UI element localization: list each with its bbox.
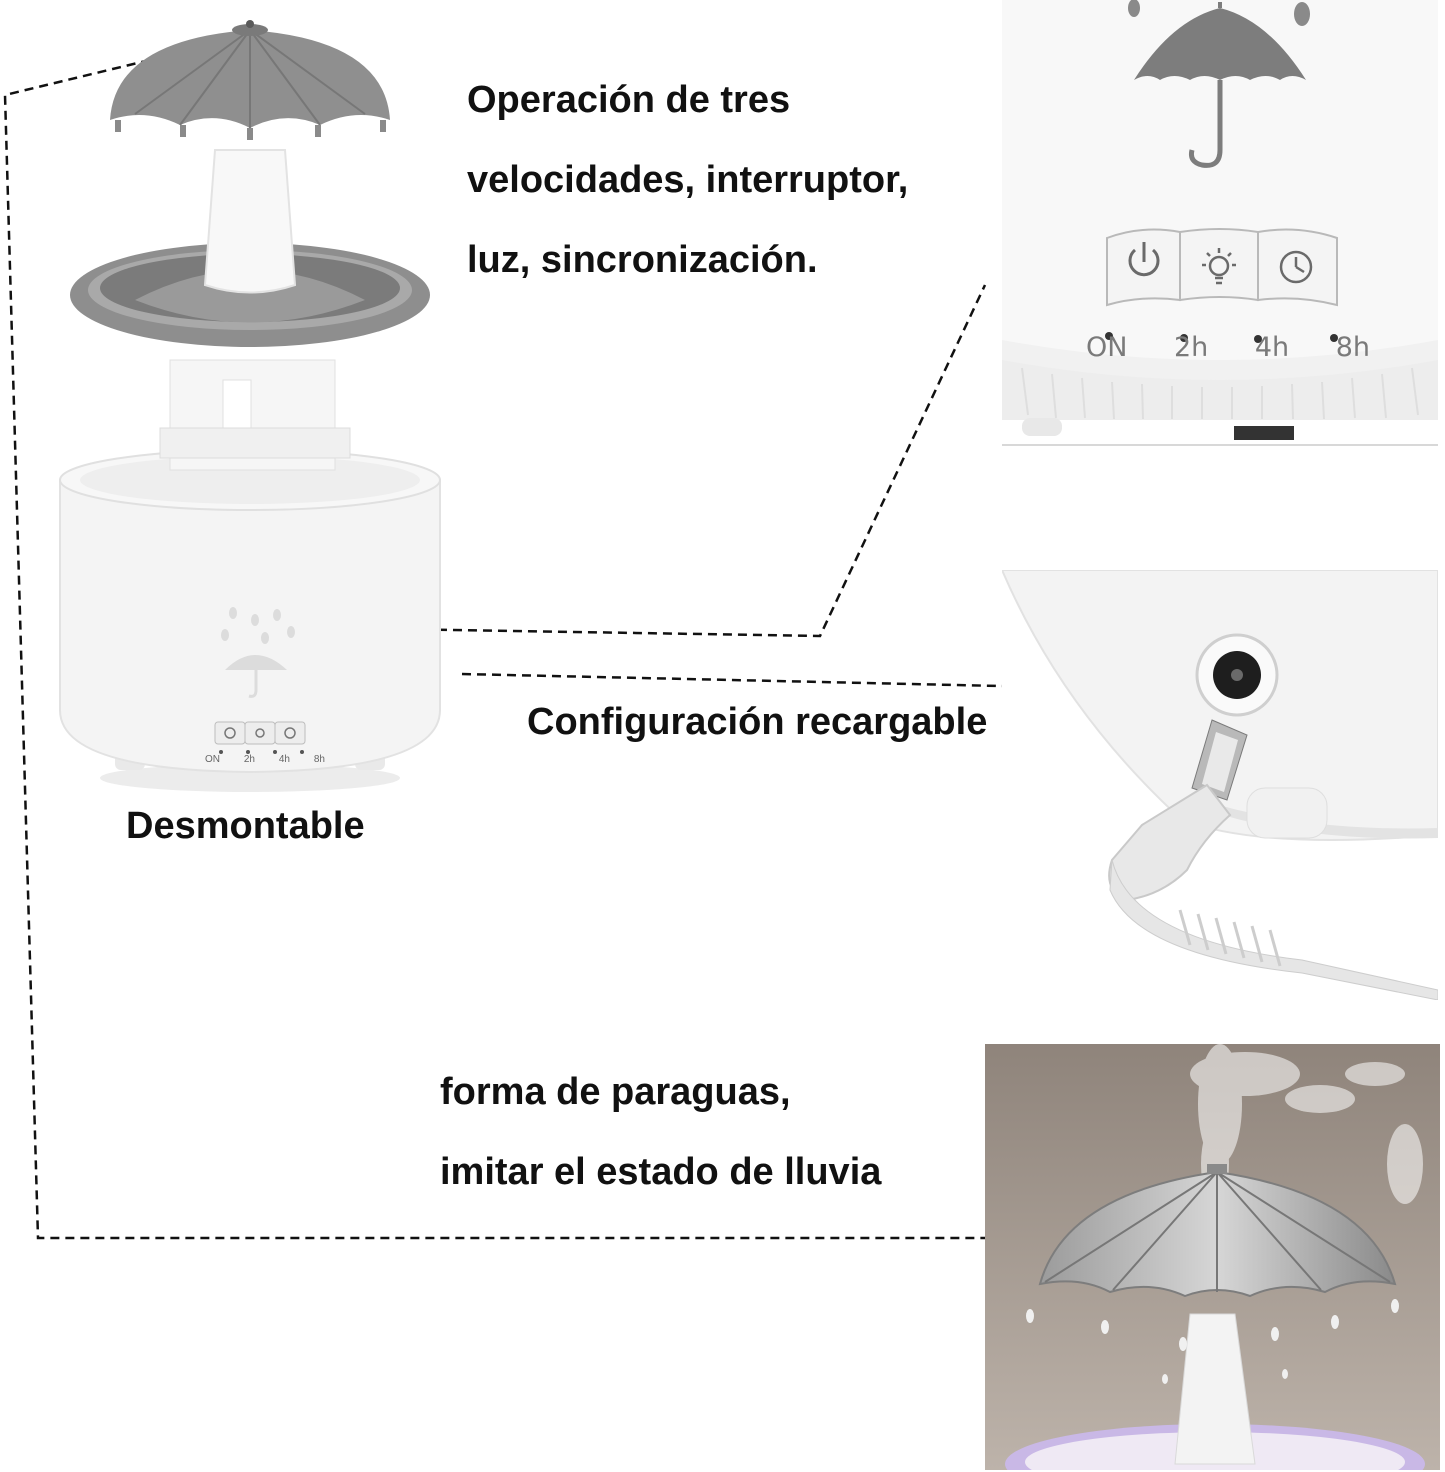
control-panel-closeup-photo: ON 2h 4h 8h [1002,0,1438,446]
caption-umbrella-line-1: forma de paraguas, [440,1071,791,1113]
raindrop-icon [1294,2,1310,26]
caption-three-speed-line-3: luz, sincronización. [467,239,818,281]
raindrop-icon [1128,0,1140,17]
clock-icon [1279,250,1313,284]
dc-port-icon [1195,633,1279,717]
label-4h: 4h [1254,332,1290,363]
caption-three-speed-line-2: velocidades, interruptor, [467,159,909,201]
small-panel-labels: ON 2h 4h 8h [205,754,325,770]
caption-three-speed-line-1: Operación de tres [467,79,791,121]
control-panel-graphic [1002,0,1438,444]
misting-umbrella-photo [985,1044,1440,1470]
leader-line-panel [332,284,987,638]
label-2h: 2h [1174,332,1209,363]
caption-rechargeable: Configuración recargable [527,701,988,743]
small-label-2h: 2h [243,754,255,765]
leader-line-umbrella [3,58,985,1240]
charging-port-photo [1002,570,1438,1000]
umbrella-icon [1134,2,1306,168]
small-label-on: ON [205,754,220,765]
dc-plug-icon [1108,719,1438,1000]
caption-umbrella-line-2: imitar el estado de lluvia [440,1151,882,1193]
humidifier-product-illustration [59,20,441,792]
label-on: ON [1086,332,1128,363]
small-label-8h: 8h [313,754,325,765]
timer-labels: ON 2h 4h 8h [1086,332,1370,372]
label-8h: 8h [1335,332,1370,363]
small-label-4h: 4h [278,754,290,765]
power-icon [1128,242,1160,277]
light-bulb-icon [1202,248,1236,285]
caption-detachable: Desmontable [126,805,365,847]
